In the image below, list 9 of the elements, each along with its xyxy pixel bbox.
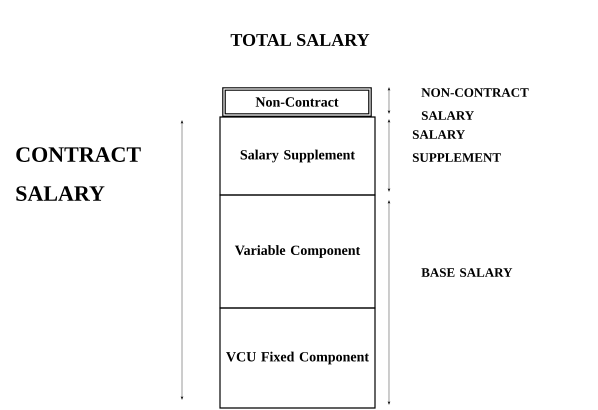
side-label: SALARY SUPPLEMENT	[412, 130, 501, 162]
side-label: BASE SALARY	[421, 268, 512, 277]
category-box: Salary Supplement	[219, 116, 376, 196]
title: TOTAL SALARY	[230, 34, 370, 46]
side-label: CONTRACT SALARY	[16, 147, 141, 201]
category-box: Variable Component	[219, 194, 376, 309]
category-box: VCU Fixed Component	[219, 307, 376, 409]
category-box: Non-Contract	[222, 87, 372, 117]
side-label: NON-CONTRACT SALARY	[421, 88, 529, 120]
